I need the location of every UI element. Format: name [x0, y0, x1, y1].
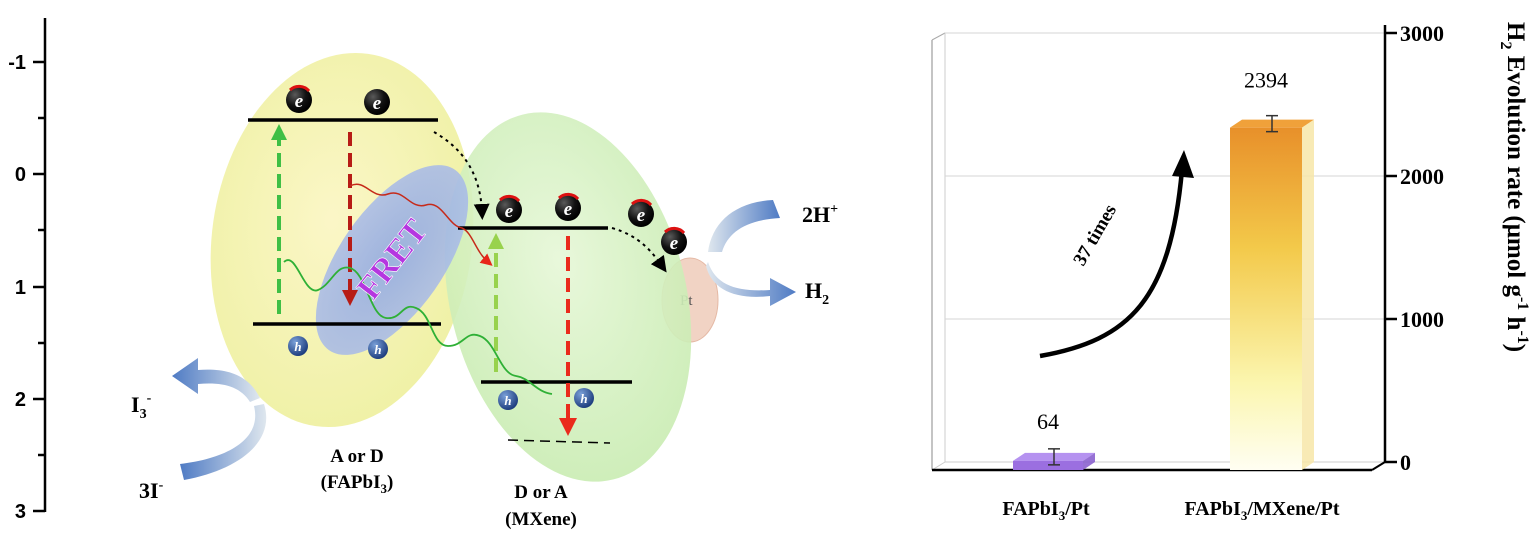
proton-label: 2H+	[802, 202, 838, 227]
error-bar	[1048, 448, 1060, 466]
svg-text:e: e	[295, 91, 304, 112]
oxidation-arrow-out	[172, 358, 260, 402]
y-tick-label: 3000	[1400, 21, 1444, 46]
hole-icon: h	[498, 390, 518, 410]
svg-text:h: h	[374, 342, 381, 357]
fret-region	[315, 165, 469, 355]
y-tick-label: 1000	[1400, 307, 1444, 332]
mxene-dashed-level	[507, 439, 611, 444]
svg-text:h: h	[294, 339, 301, 354]
energy-tick-label: 2	[15, 389, 26, 411]
fapbi3-label-line1: A or D	[330, 446, 383, 467]
energy-tick-label: 1	[15, 277, 26, 299]
energy-tick-label: 3	[15, 501, 26, 523]
y-tick-label: 0	[1400, 450, 1411, 475]
bar-value-label: 2394	[1244, 68, 1288, 93]
svg-text:e: e	[564, 199, 573, 220]
hole-icon: h	[288, 336, 308, 356]
emission-wave	[283, 259, 553, 395]
electron-icon: e	[364, 89, 390, 115]
error-bar	[1266, 114, 1278, 133]
electron-icon: e	[286, 84, 312, 113]
fapbi3-domain	[210, 52, 474, 428]
category-label: FAPbI3/Pt	[1002, 498, 1090, 523]
reduction-arrow-in	[708, 200, 780, 252]
bar	[1230, 114, 1314, 471]
electron-icon: e	[628, 198, 654, 227]
svg-text:e: e	[670, 233, 679, 254]
growth-arrowhead	[1172, 150, 1194, 178]
electron-transfer-arrow	[433, 131, 490, 220]
mxene-label-line2: (MXene)	[505, 509, 577, 530]
growth-arrow	[1039, 169, 1185, 359]
energy-tick-label: 0	[15, 164, 26, 186]
electron-icon: e	[661, 226, 687, 255]
y-tick-label: 2000	[1400, 164, 1444, 189]
energy-diagram: Pt e	[131, 52, 838, 530]
iodide-label: 3I-	[139, 478, 164, 503]
svg-text:h: h	[580, 391, 587, 406]
electron-transfer-arrow	[611, 227, 667, 273]
hole-icon: h	[574, 388, 594, 408]
category-label: FAPbI3/MXene/Pt	[1185, 498, 1340, 523]
energy-transfer-wave	[349, 183, 493, 266]
reduction-arrow-out	[706, 262, 796, 306]
y-axis-label: H2 Evolution rate (μmol g-1 h-1)	[1497, 22, 1531, 352]
electron-icon: e	[496, 194, 522, 223]
triiodide-label: I3-	[131, 391, 152, 422]
hydrogen-label: H2	[805, 278, 829, 308]
hole-icon: h	[368, 339, 388, 359]
electron-icon: e	[555, 192, 581, 221]
energy-tick-label: -1	[8, 52, 26, 74]
bar	[1013, 448, 1095, 470]
mxene-label-line1: D or A	[514, 482, 568, 503]
svg-text:h: h	[504, 393, 511, 408]
energy-axis: -1 0 1 2 3	[8, 18, 47, 523]
svg-text:e: e	[637, 205, 646, 226]
fapbi3-label-line2: (FAPbI3)	[321, 472, 394, 496]
svg-text:e: e	[505, 201, 514, 222]
svg-text:e: e	[373, 93, 382, 114]
oxidation-arrow-in	[180, 404, 267, 480]
bar-value-label: 64	[1037, 409, 1059, 434]
